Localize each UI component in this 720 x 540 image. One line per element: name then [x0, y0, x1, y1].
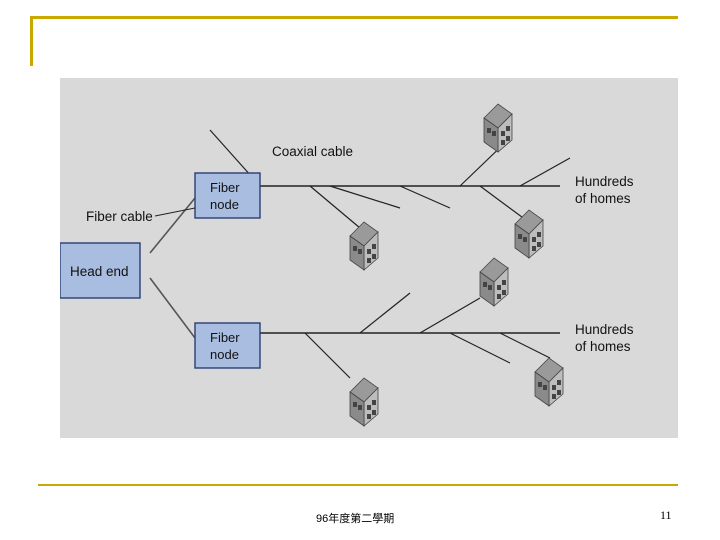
- frame-bottom-rule: [38, 484, 678, 486]
- diagram-scan: Head end Fiber node Fiber node Fiber cab…: [60, 78, 678, 438]
- fiber-cable-label: Fiber cable: [86, 209, 153, 224]
- coax-branch: [359, 292, 411, 334]
- house-icon: [479, 257, 509, 307]
- hundreds-of-homes-label-upper: of homes: [575, 191, 631, 206]
- coax-branch: [304, 332, 351, 379]
- fiber-node-box-upper: [194, 172, 261, 219]
- fiber-node-label-upper: Fiber: [210, 180, 240, 195]
- fiber-node-label-lower: node: [210, 347, 239, 362]
- head-end-label: Head end: [70, 264, 129, 279]
- fiber-node-box-lower: [194, 322, 261, 369]
- coax-branch: [519, 157, 571, 187]
- fiber-link-lower: [149, 277, 196, 339]
- house-icon: [514, 209, 544, 259]
- fiber-node-label-upper: node: [210, 197, 239, 212]
- cable-network-diagram: Head end Fiber node Fiber node Fiber cab…: [60, 103, 634, 427]
- footer-semester: 96年度第二學期: [316, 513, 395, 525]
- hundreds-of-homes-label-lower: of homes: [575, 339, 631, 354]
- fiber-cable-leader: [154, 207, 196, 217]
- frame-top-rule: [30, 16, 678, 19]
- coaxial-cable-label: Coaxial cable: [272, 144, 353, 159]
- house-icon: [534, 357, 564, 407]
- coax-branch: [309, 185, 361, 229]
- page-number: 11: [660, 508, 672, 522]
- fiber-link-upper: [149, 197, 196, 254]
- coax-branch: [499, 332, 551, 359]
- fiber-node-label-lower: Fiber: [210, 330, 240, 345]
- house-icon: [349, 377, 379, 427]
- house-icon: [349, 221, 379, 271]
- hundreds-of-homes-label-lower: Hundreds: [575, 322, 634, 337]
- frame-left-rule: [30, 16, 33, 66]
- coax-branch: [419, 297, 481, 334]
- coax-branch: [399, 185, 451, 209]
- hundreds-of-homes-label-upper: Hundreds: [575, 174, 634, 189]
- house-icon: [483, 103, 513, 153]
- coax-branch: [449, 332, 511, 364]
- head-end-box: [60, 242, 141, 299]
- coax-branch: [329, 185, 401, 209]
